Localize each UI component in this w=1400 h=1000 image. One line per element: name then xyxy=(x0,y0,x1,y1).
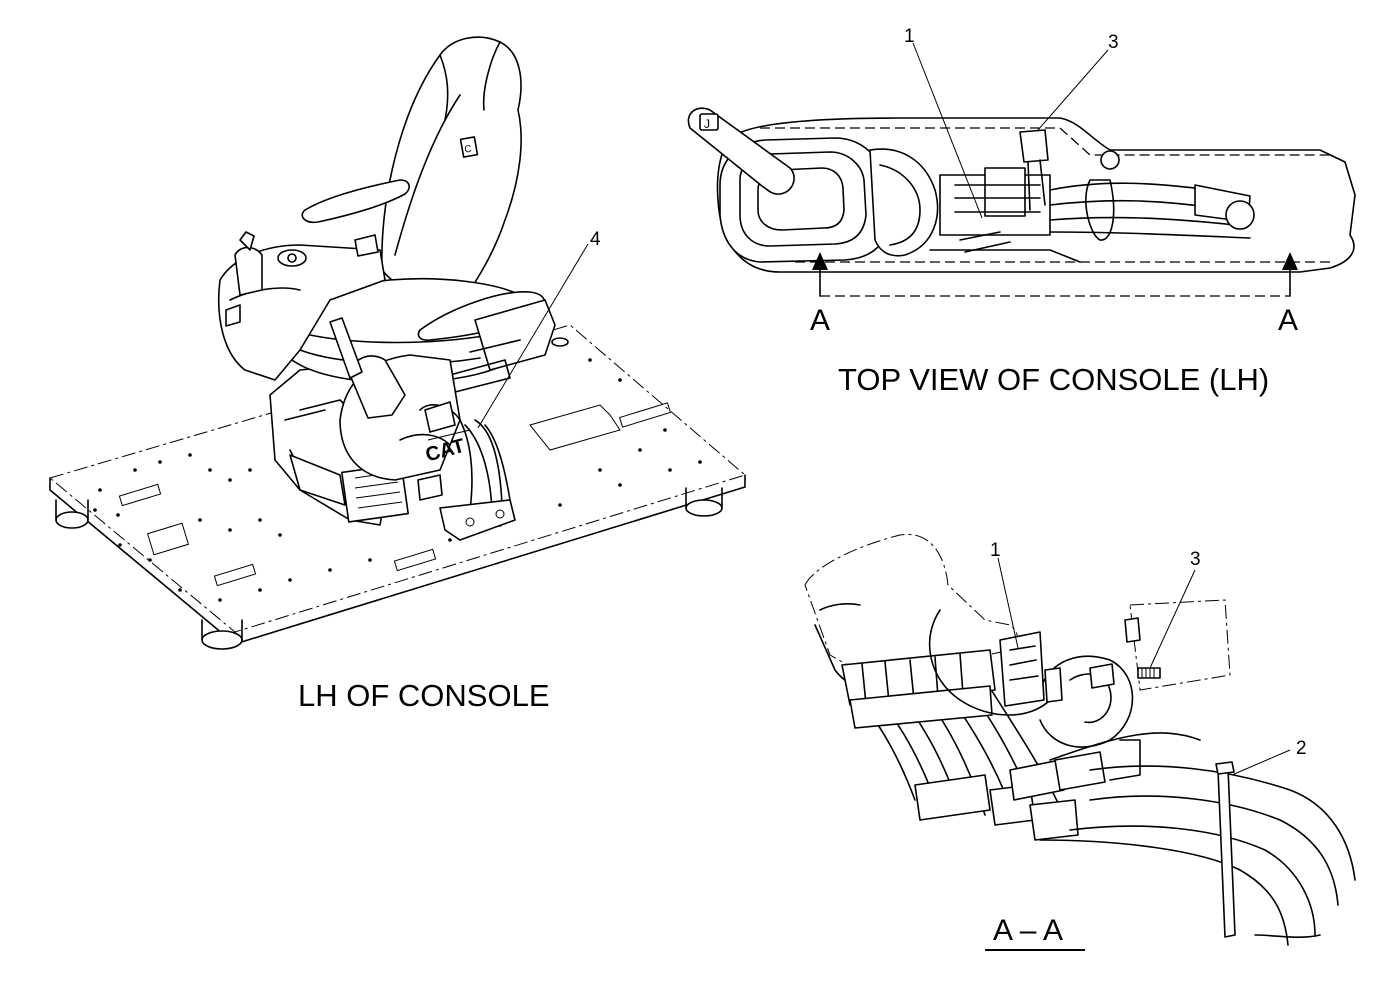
top-view-console: J 1 3 A A xyxy=(687,26,1356,337)
section-marker-right: A xyxy=(1278,304,1298,337)
lh-console-title: LH OF CONSOLE xyxy=(298,678,550,713)
section-marker-left: A xyxy=(810,304,830,337)
top-view-title: TOP VIEW OF CONSOLE (LH) xyxy=(838,362,1269,397)
callout-4-lh: 4 xyxy=(590,229,601,250)
section-aa-title: A – A xyxy=(993,914,1063,947)
section-aa-view: 1 3 2 xyxy=(804,533,1356,946)
seat-platform-view: C CAT 4 xyxy=(48,36,747,650)
callout-1-section: 1 xyxy=(990,540,1001,561)
callout-3-top: 3 xyxy=(1108,32,1119,53)
callout-1-top: 1 xyxy=(904,26,915,47)
callout-2-section: 2 xyxy=(1296,738,1307,759)
callout-3-section: 3 xyxy=(1190,549,1201,570)
svg-text:C: C xyxy=(464,144,473,156)
svg-text:J: J xyxy=(704,117,710,131)
